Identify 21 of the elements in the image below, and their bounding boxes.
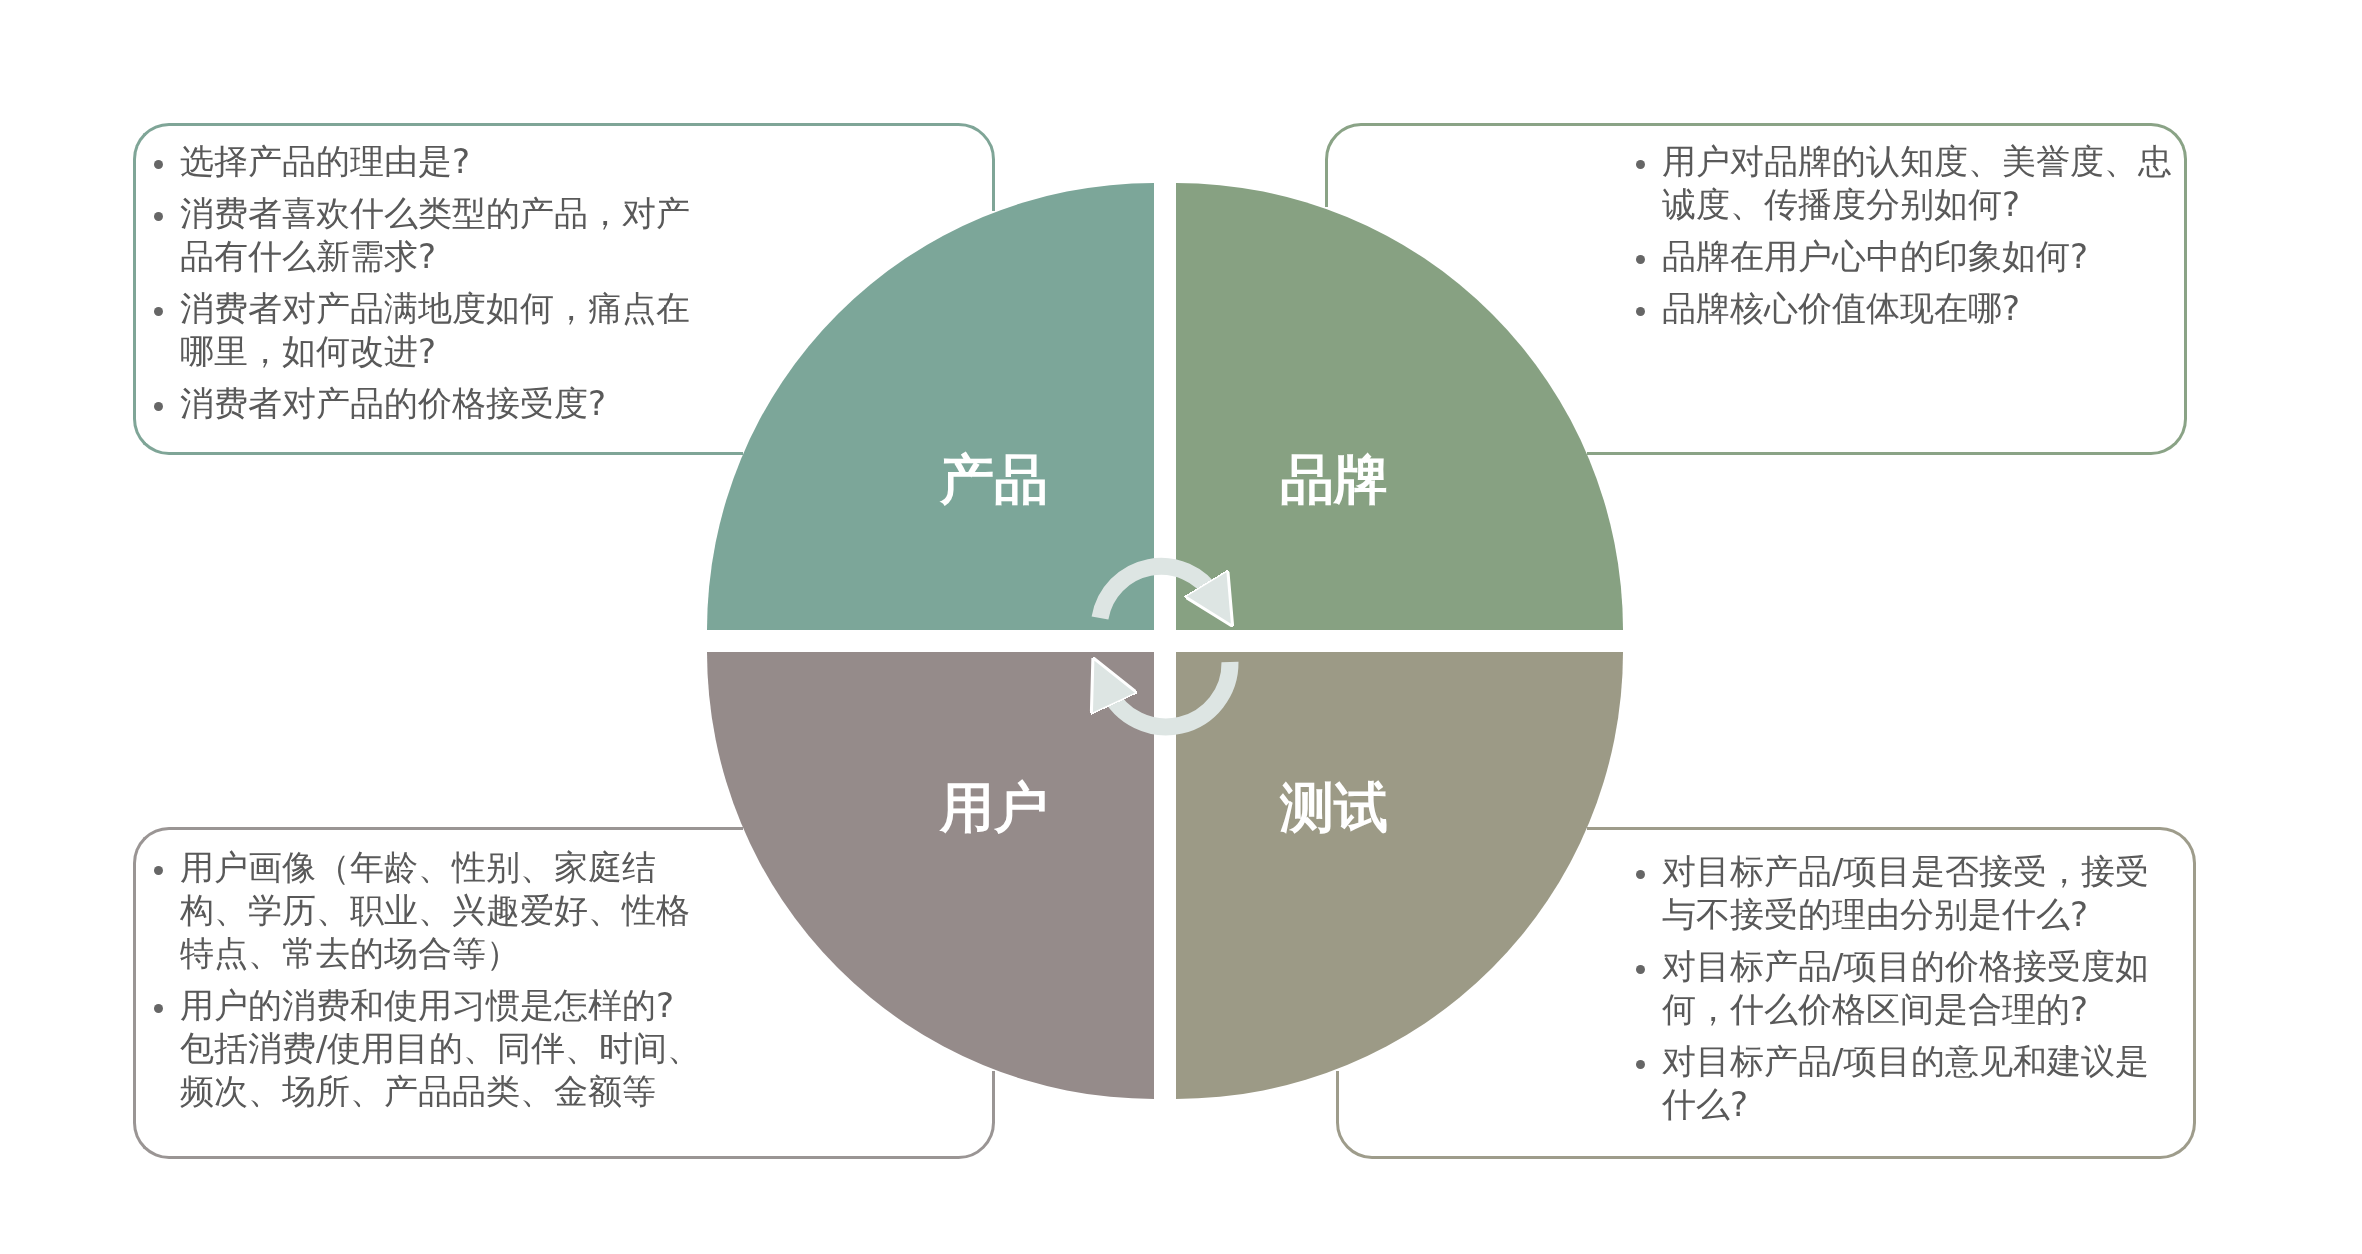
bullet-text: 对目标产品/项目的意见和建议是什么? (1632, 1040, 2180, 1126)
bullet-text: 选择产品的理由是? (150, 140, 702, 183)
cycle-arrow (1091, 557, 1237, 627)
quadrant-label: 品牌 (1280, 450, 1388, 510)
text-box (1624, 123, 2187, 455)
quadrant-label: 用户 (940, 778, 1048, 838)
bullet-text: 对目标产品/项目是否接受，接受与不接受的理由分别是什么? (1632, 850, 2180, 936)
text-box (133, 827, 706, 1159)
quadrant-label: 产品 (940, 450, 1048, 510)
bullet-text: 用户的消费和使用习惯是怎样的?包括消费/使用目的、同伴、时间、频次、场所、产品品类、金额等 (150, 984, 702, 1113)
bullet-text: 用户画像（年龄、性别、家庭结构、学历、职业、兴趣爱好、性格特点、常去的场合等） (150, 846, 702, 975)
bullet-text: 消费者对产品满地度如何，痛点在哪里，如何改进? (150, 287, 702, 373)
bullet-text: 消费者对产品的价格接受度? (150, 382, 702, 425)
bullet-text: 对目标产品/项目的价格接受度如何，什么价格区间是合理的? (1632, 945, 2180, 1031)
quadrant-label: 测试 (1280, 778, 1388, 838)
bullet-text: 消费者喜欢什么类型的产品，对产品有什么新需求? (150, 192, 702, 278)
text-box (133, 123, 706, 455)
bullet-text: 用户对品牌的认知度、美誉度、忠诚度、传播度分别如何? (1632, 140, 2177, 226)
bullet-text: 品牌在用户心中的印象如何? (1632, 235, 2177, 278)
bullet-text: 品牌核心价值体现在哪? (1632, 287, 2177, 330)
text-box (1624, 827, 2196, 1159)
